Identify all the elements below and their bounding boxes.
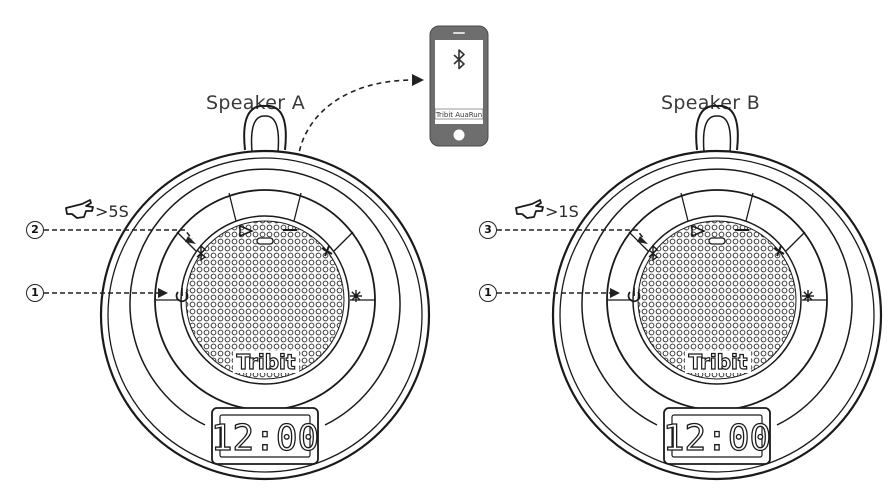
speaker-b-brand-logo: Tribit [689,350,748,374]
speaker-a-volume-up-icon [321,245,333,257]
speaker-b-power-icon [627,288,641,303]
speaker-b-led-indicator [708,237,726,245]
bluetooth-icon [453,49,465,70]
speaker-a-label: Speaker A [206,92,306,114]
bluetooth-link-arrow [297,79,415,161]
speaker-b-light-icon [802,290,814,302]
speaker-a-callout-line-top [44,229,193,240]
speaker-a-bluetooth-icon [196,244,207,262]
speaker-a-brand-logo: Tribit [237,350,296,374]
speaker-b-callout-top: 3 [479,221,497,239]
speaker-a-led-indicator [256,237,274,245]
speaker-a-hold-time: >5S [95,202,129,221]
speaker-a-callout-power: 1 [26,284,44,302]
speaker-a: Tribit 12:00 [99,104,431,481]
speaker-b-hold-time: >1S [545,202,579,221]
speaker-b-callout-power: 1 [479,284,497,302]
phone-device-name: Tribit AuaRun [435,111,482,119]
speaker-a-light-icon [350,290,362,302]
speaker-b-callout-line-top [497,229,645,240]
speaker-b-press-hand-icon [515,199,544,219]
speaker-b: Tribit 12:00 [551,104,883,481]
speaker-a-power-icon [175,288,189,303]
speaker-a-callout-top: 2 [26,221,44,239]
speaker-b-clock-display: 12:00 [663,418,771,459]
bluetooth-link-arrowhead [412,74,424,86]
speaker-b-label: Speaker B [661,92,761,114]
speaker-a-press-hand-icon [65,199,94,219]
speaker-b-volume-up-icon [773,245,785,257]
speaker-b-bluetooth-icon [648,244,659,262]
speaker-b-play-icon [691,224,706,238]
speaker-a-clock-display: 12:00 [211,418,319,459]
speaker-a-play-icon [239,224,254,238]
smartphone: Tribit AuaRun [429,25,489,147]
